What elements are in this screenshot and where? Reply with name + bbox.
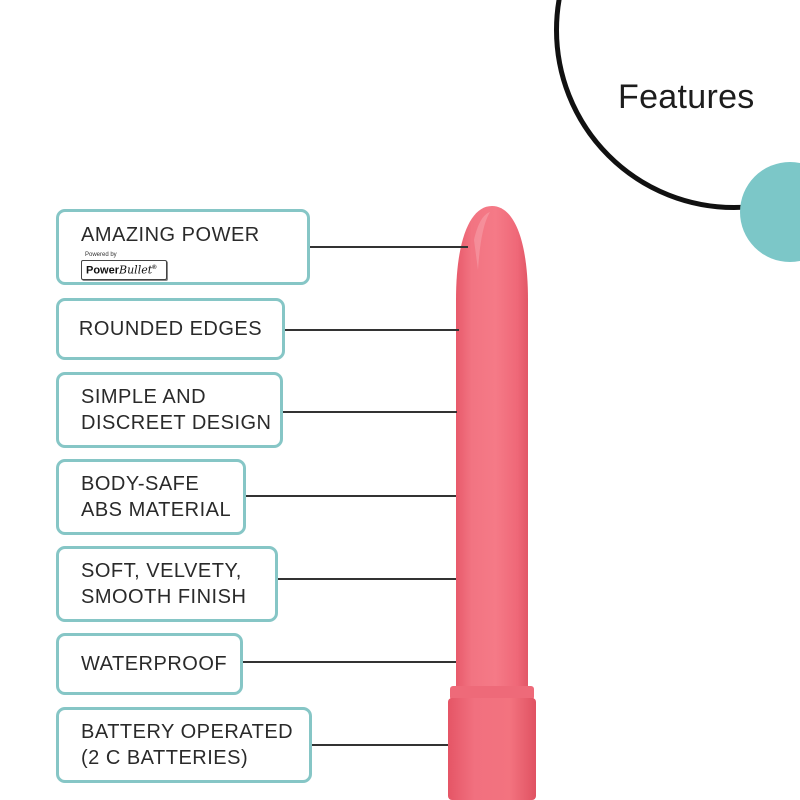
- product-base-cap: [450, 686, 534, 700]
- feature-label: SOFT, VELVETY,: [81, 560, 242, 582]
- feature-amazing-power: AMAZING POWER Powered by PowerBullet®: [56, 209, 310, 285]
- connector-line: [285, 329, 459, 331]
- connector-line: [310, 246, 468, 248]
- feature-label: ROUNDED EDGES: [78, 318, 263, 340]
- feature-battery-operated: BATTERY OPERATED (2 C BATTERIES): [56, 707, 312, 783]
- feature-label: BATTERY OPERATED: [81, 721, 294, 743]
- feature-simple-discreet-design: SIMPLE AND DISCREET DESIGN: [56, 372, 283, 448]
- feature-waterproof: WATERPROOF: [56, 633, 243, 695]
- connector-line: [278, 578, 456, 580]
- connector-line: [312, 744, 448, 746]
- connector-line: [246, 495, 456, 497]
- feature-label: WATERPROOF: [81, 653, 228, 675]
- feature-label: DISCREET DESIGN: [81, 412, 272, 434]
- feature-label: ABS MATERIAL: [81, 499, 232, 521]
- connector-line: [243, 661, 456, 663]
- product-body-shape: [456, 206, 528, 690]
- feature-soft-velvety-finish: SOFT, VELVETY, SMOOTH FINISH: [56, 546, 278, 622]
- feature-label: SMOOTH FINISH: [81, 586, 247, 608]
- feature-label: BODY-SAFE: [81, 473, 200, 495]
- powerbullet-logo: Powered by PowerBullet®: [81, 252, 167, 280]
- feature-body-safe-abs: BODY-SAFE ABS MATERIAL: [56, 459, 246, 535]
- feature-rounded-edges: ROUNDED EDGES: [56, 298, 285, 360]
- connector-line: [283, 411, 457, 413]
- feature-label: SIMPLE AND: [81, 386, 207, 408]
- feature-label: AMAZING POWER: [81, 224, 260, 246]
- feature-label: (2 C BATTERIES): [81, 747, 249, 769]
- page-title: Features: [618, 78, 755, 116]
